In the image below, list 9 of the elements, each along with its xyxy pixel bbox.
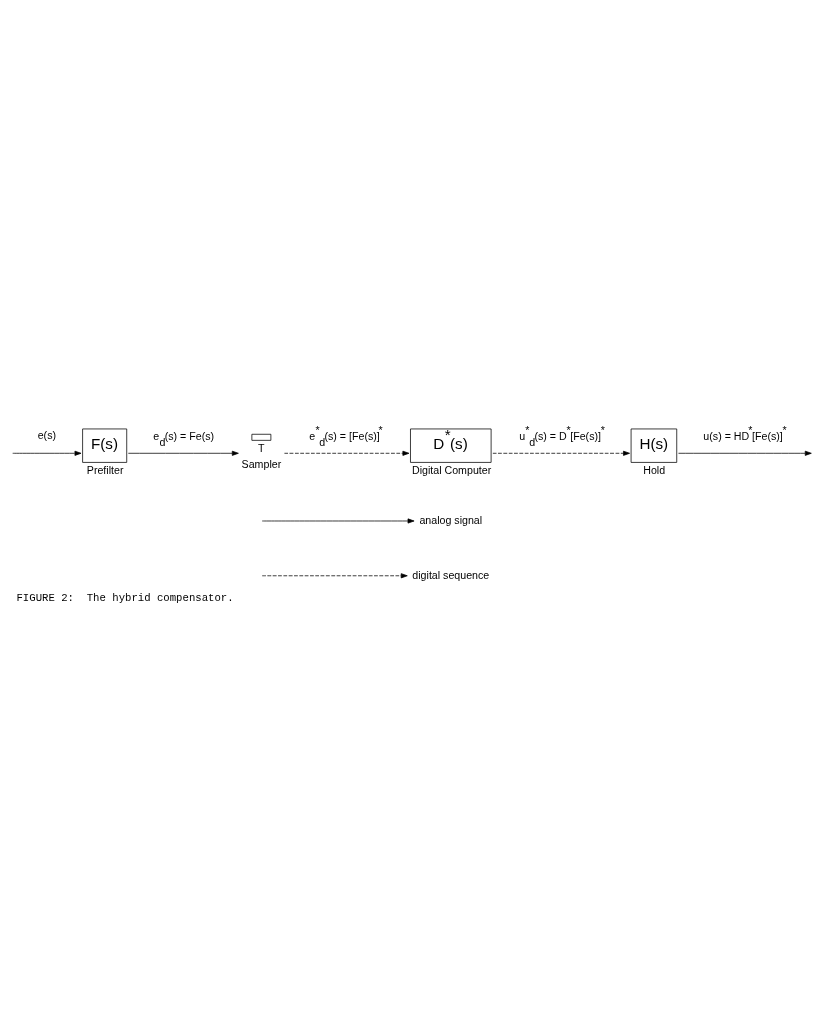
node-label: Hold [643,463,666,476]
edge-label: e(s) [37,428,57,441]
caption: FIGURE 2: The hybrid compensator. [16,591,234,604]
node-label: Sampler [241,457,282,470]
node-label: Digital Computer [412,463,492,476]
node-label: Prefilter [86,463,124,476]
legend-label: analog signal [419,513,483,526]
node-label: T [257,441,265,454]
legend-label: digital sequence [412,568,490,581]
